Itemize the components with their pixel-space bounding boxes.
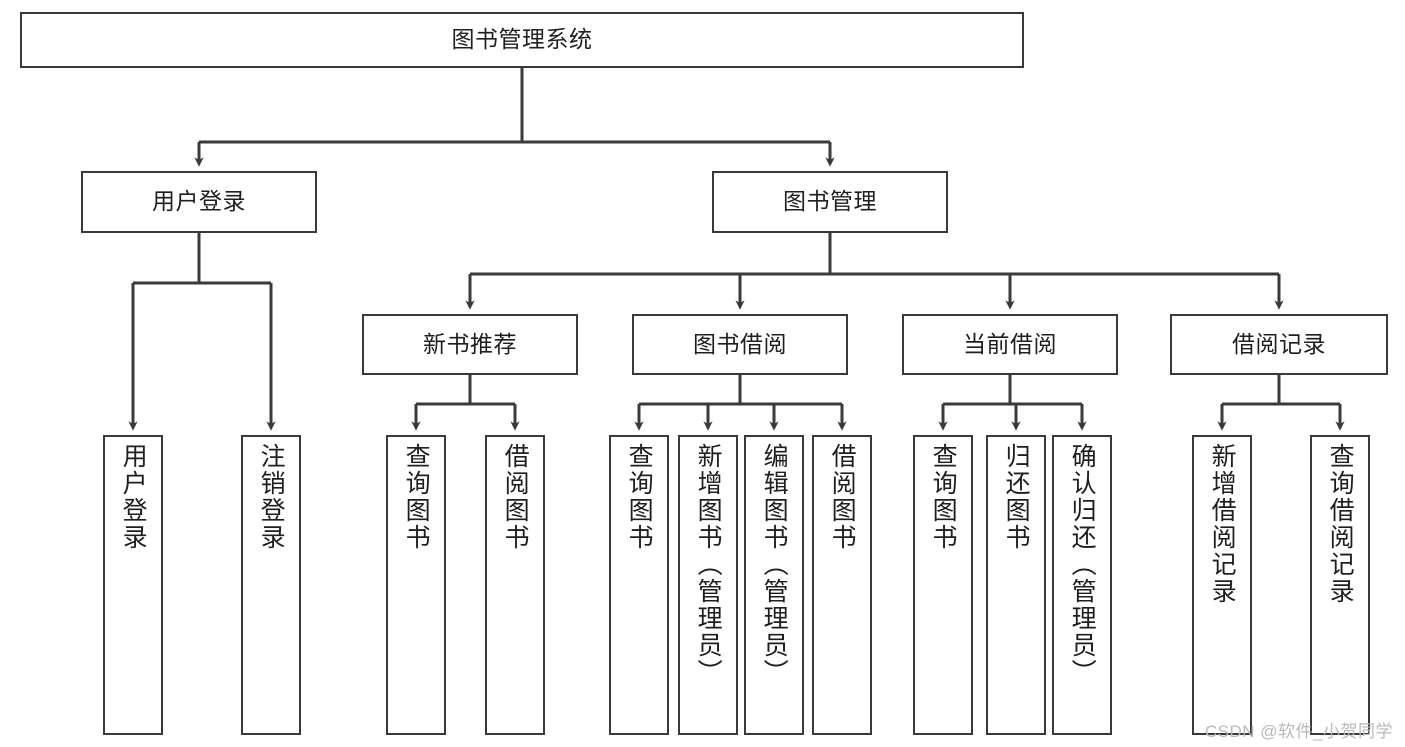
node-leaf-return-book-label: 归还图书 [1002,443,1031,551]
node-leaf-add-record[interactable]: 新增借阅记录 [1192,435,1252,735]
node-leaf-borrow-book-label: 借阅图书 [828,443,857,551]
node-leaf-user-login-label: 用户登录 [119,443,148,551]
node-leaf-edit-book-label: 编辑图书（管理员） [760,443,789,686]
node-current-borrow[interactable]: 当前借阅 [902,314,1118,375]
node-leaf-borrow-book-rec-label: 借阅图书 [501,443,530,551]
node-leaf-query-book-current-label: 查询图书 [929,443,958,551]
csdn-watermark: CSDN @软件_小贺同学 [1204,722,1393,741]
node-leaf-borrow-book[interactable]: 借阅图书 [812,435,872,735]
node-book-borrow-label: 图书借阅 [693,330,787,357]
node-leaf-query-book-current[interactable]: 查询图书 [913,435,973,735]
node-borrow-record[interactable]: 借阅记录 [1170,314,1388,375]
node-book-borrow[interactable]: 图书借阅 [632,314,848,375]
node-leaf-add-book[interactable]: 新增图书（管理员） [678,435,738,735]
node-current-borrow-label: 当前借阅 [963,330,1057,357]
node-leaf-query-book-rec-label: 查询图书 [402,443,431,551]
node-leaf-add-book-label: 新增图书（管理员） [694,443,723,686]
node-leaf-user-login[interactable]: 用户登录 [103,435,163,735]
node-new-book-recommend[interactable]: 新书推荐 [362,314,578,375]
node-leaf-query-record[interactable]: 查询借阅记录 [1310,435,1370,735]
node-user-login-label: 用户登录 [152,188,246,215]
node-leaf-edit-book[interactable]: 编辑图书（管理员） [744,435,804,735]
node-leaf-user-logout-label: 注销登录 [257,443,286,551]
node-book-manage[interactable]: 图书管理 [712,171,948,233]
node-leaf-return-book[interactable]: 归还图书 [986,435,1046,735]
node-leaf-user-logout[interactable]: 注销登录 [241,435,301,735]
node-leaf-query-book-rec[interactable]: 查询图书 [386,435,446,735]
node-root-label: 图书管理系统 [451,26,593,53]
node-user-login[interactable]: 用户登录 [81,171,317,233]
node-new-book-recommend-label: 新书推荐 [423,330,517,357]
node-leaf-add-record-label: 新增借阅记录 [1208,443,1237,605]
node-leaf-confirm-return-label: 确认归还（管理员） [1068,443,1097,686]
node-leaf-confirm-return[interactable]: 确认归还（管理员） [1052,435,1112,735]
node-leaf-query-book-borrow-label: 查询图书 [625,443,654,551]
node-borrow-record-label: 借阅记录 [1232,330,1326,357]
node-leaf-query-record-label: 查询借阅记录 [1326,443,1355,605]
node-leaf-borrow-book-rec[interactable]: 借阅图书 [485,435,545,735]
node-book-manage-label: 图书管理 [783,188,877,215]
node-leaf-query-book-borrow[interactable]: 查询图书 [609,435,669,735]
node-root[interactable]: 图书管理系统 [20,12,1024,68]
